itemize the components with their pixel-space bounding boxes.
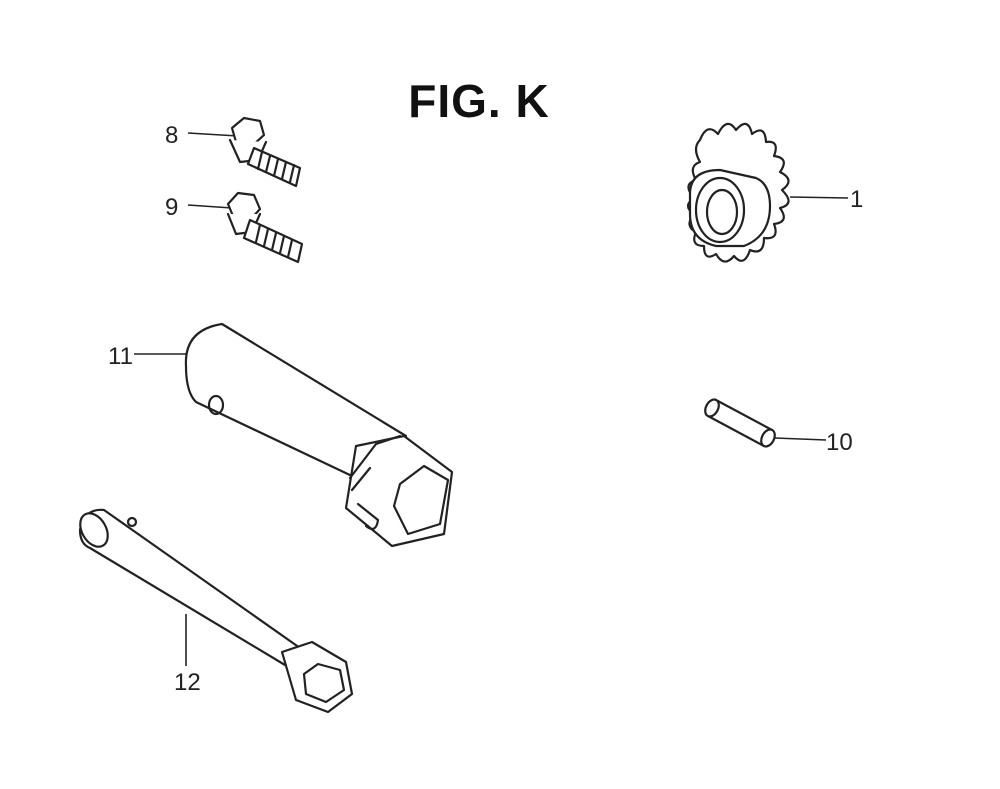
callout-8: 8 [165,122,178,149]
pin: 10 [704,398,853,456]
leader-line-10 [774,437,827,441]
callout-11: 11 [108,343,133,370]
callout-9: 9 [165,194,178,221]
box-wrench: 11 [108,322,454,548]
leader-line-1 [789,196,849,199]
figure-title: FIG. K [408,75,550,127]
sprocket: 1 [686,122,863,263]
callout-12: 12 [174,669,201,696]
tommy-bar: 12 [78,508,354,714]
callout-1: 1 [850,186,863,213]
callout-10: 10 [826,429,853,456]
leader-line-8 [187,132,239,137]
flange-bolt-lower: 9 [165,191,304,264]
leader-line-9 [187,204,233,209]
flange-bolt-upper: 8 [165,116,302,188]
